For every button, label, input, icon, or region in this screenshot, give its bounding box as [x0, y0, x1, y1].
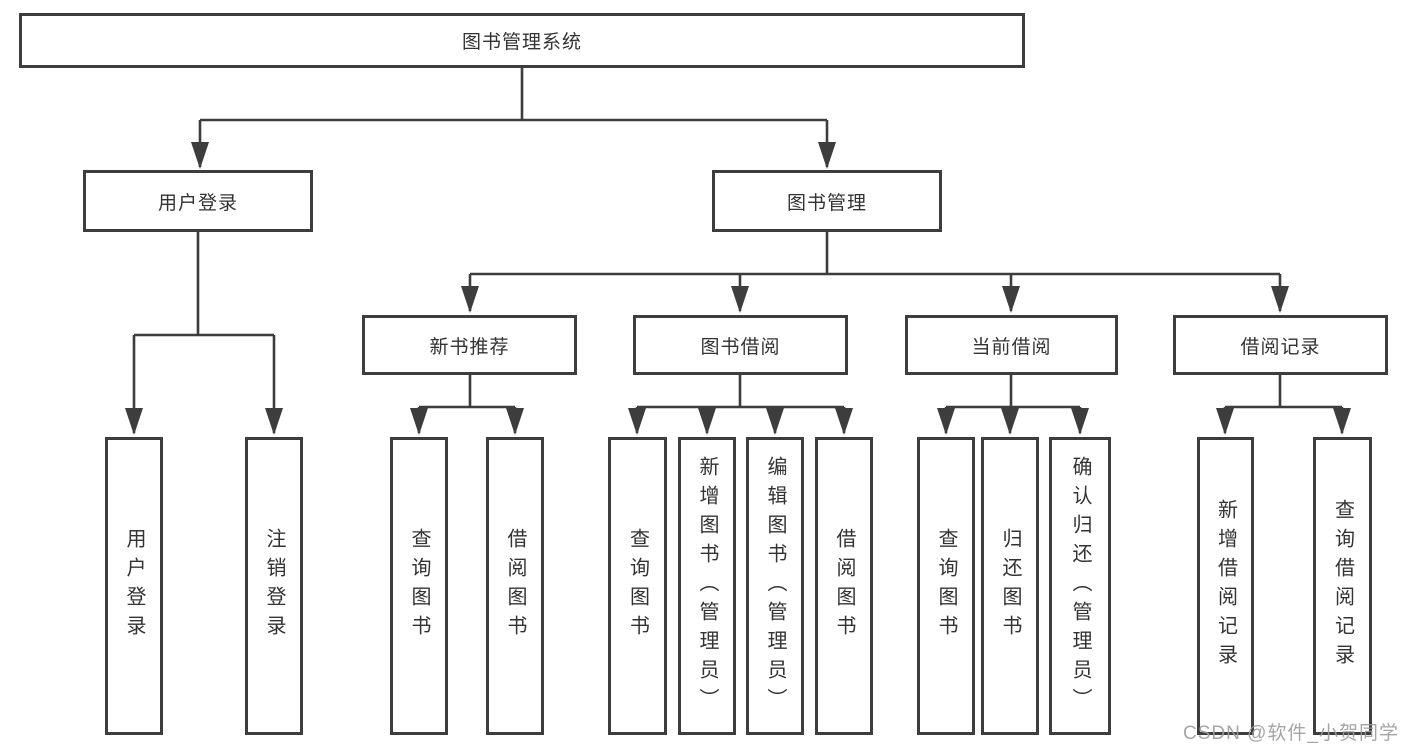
leaf-label: 查询图书: [408, 528, 430, 644]
node-leaf-query-borrow-record: 查询借阅记录: [1313, 437, 1372, 735]
node-leaf-confirm-return-admin: 确认归还（管理员）: [1049, 437, 1111, 735]
node-leaf-add-books-admin: 新增图书（管理员）: [678, 437, 736, 735]
leaf-label: 归还图书: [999, 528, 1021, 644]
node-leaf-return-books: 归还图书: [981, 437, 1039, 735]
node-borrowing-records: 借阅记录: [1173, 315, 1388, 375]
node-book-management: 图书管理: [712, 170, 942, 232]
node-leaf-borrow-books-1: 借阅图书: [486, 437, 544, 735]
node-leaf-borrow-books-2: 借阅图书: [815, 437, 873, 735]
node-user-login: 用户登录: [83, 170, 313, 232]
node-root-system: 图书管理系统: [19, 13, 1025, 68]
csdn-watermark: CSDN @软件_小贺同学: [1183, 723, 1399, 744]
leaf-label: 用户登录: [123, 528, 145, 644]
leaf-label: 新增借阅记录: [1214, 499, 1237, 673]
node-current-borrowing: 当前借阅: [905, 315, 1118, 375]
node-book-borrowing: 图书借阅: [633, 315, 848, 375]
leaf-label: 编辑图书（管理员）: [764, 455, 786, 717]
leaf-label: 查询借阅记录: [1331, 499, 1354, 673]
leaf-label: 查询图书: [626, 528, 649, 644]
node-leaf-query-books-2: 查询图书: [608, 437, 667, 735]
leaf-label: 新增图书（管理员）: [696, 455, 718, 717]
leaf-label: 借阅图书: [504, 528, 526, 644]
node-leaf-query-books-1: 查询图书: [390, 437, 448, 735]
leaf-label: 查询图书: [935, 528, 957, 644]
node-leaf-logout: 注销登录: [245, 437, 303, 735]
node-leaf-edit-books-admin: 编辑图书（管理员）: [746, 437, 804, 735]
node-leaf-user-login: 用户登录: [105, 437, 163, 735]
leaf-label: 借阅图书: [833, 528, 855, 644]
leaf-label: 确认归还（管理员）: [1069, 455, 1091, 717]
node-leaf-query-books-3: 查询图书: [917, 437, 975, 735]
leaf-label: 注销登录: [263, 528, 285, 644]
node-new-book-recommend: 新书推荐: [362, 315, 577, 375]
node-leaf-add-borrow-record: 新增借阅记录: [1197, 437, 1254, 735]
